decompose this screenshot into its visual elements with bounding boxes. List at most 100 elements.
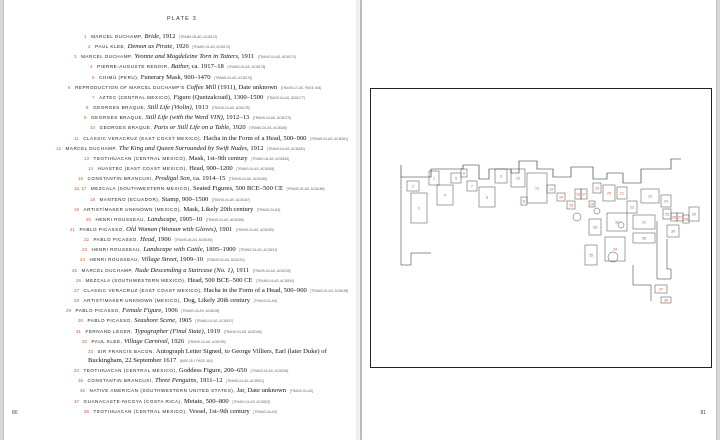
list-item: 12 Marcel Duchamp, The King and Queen Su… [54, 144, 354, 154]
entry-credit: [TRANS-04-AS, ACI8190] [174, 238, 213, 243]
entry-number: 27 [74, 287, 79, 293]
list-item: 34 Teotihuacan (Central Mexico), Goddess… [54, 366, 354, 376]
artwork-label-12: 12 [535, 186, 539, 190]
list-item: 11 Classic Veracruz (East Coast Mexico),… [54, 134, 354, 144]
entry-artist: Pablo Picasso, [79, 226, 125, 232]
entry-date: 1895–1900 [206, 246, 236, 254]
entry-date: 500–900 [283, 134, 307, 142]
entry-date: ca. 1914–15 [193, 175, 226, 183]
entry-artist: Marcel Duchamp, [81, 267, 134, 273]
artwork-label-3: 3 [418, 206, 420, 210]
entry-number: 2 [88, 44, 91, 50]
entry-number: 3 [74, 54, 77, 60]
entry-number: 28 [74, 298, 79, 304]
entry-number: 38 [84, 408, 89, 414]
entry-credit: [TRANS-05-AD, ACI8172] [179, 35, 218, 39]
entry-number: 12 [56, 145, 61, 151]
entry-number: 33 [88, 348, 93, 354]
entry-artist: Reproduction of Marcel Duchamp's [75, 84, 185, 90]
entry-number: 1 [84, 34, 87, 39]
list-item: 15 Constantin Brancusi, Prodigal Son, ca… [54, 174, 354, 184]
entry-title: Mask, [188, 154, 206, 162]
entry-credit: [TRANS-04-AS, ACI8202] [232, 399, 271, 404]
entry-date: 500–800 [205, 397, 229, 405]
list-item: 27 Classic Veracruz (East Coast Mexico),… [54, 286, 354, 296]
artwork-label-4: 4 [444, 193, 446, 197]
entry-artist: Marcel Duchamp, [81, 54, 133, 60]
list-item: 7 Aztec (Central Mexico), Figure (Quetza… [54, 93, 354, 103]
entry-number: 13 [84, 155, 89, 161]
artwork-label-35: 35 [589, 253, 593, 257]
entry-title: The King and Queen Surrounded by Swift N… [118, 144, 249, 152]
artwork-label-18: 18 [590, 202, 594, 206]
entry-credit: [TRANS-04-AS, ACI8173] [192, 45, 231, 50]
entry-title: Landscape with Cattle, [143, 246, 205, 254]
list-item: 31 Fernand Léger, Typographer (Final Sta… [54, 327, 354, 337]
entry-artist: Pierre-Auguste Renoir, [97, 64, 170, 70]
entry-title: Head, [187, 276, 204, 284]
entry-credit: [TRANS-04-AS, ACI8185] [228, 177, 267, 182]
entry-title: Female Figure, [122, 307, 163, 315]
artwork-frame-15 [566, 200, 576, 210]
entry-title: Seashore Scene, [134, 317, 177, 325]
artwork-label-37: 37 [659, 287, 663, 291]
entry-date: 900–1200 [206, 165, 233, 173]
artwork-frame-9 [494, 168, 508, 184]
entry-title: Bride, [144, 33, 161, 40]
artwork-label-10: 10 [516, 176, 520, 180]
entry-credit: [TRANS-04-AS, ACI8179] [252, 116, 291, 121]
entry-title: Hacha in the Form of a Head, [203, 286, 283, 294]
entry-date: 1911–12 [199, 377, 223, 385]
page-number-right: 81 [700, 410, 706, 416]
entry-credit: [TRANS-04-AS, ACI8177] [266, 95, 305, 100]
entry-artist: Constantin Brancusi, [87, 378, 154, 384]
list-item: 23 Henri Rousseau, Landscape with Cattle… [54, 245, 354, 255]
entry-artist: Georges Braque, [93, 105, 146, 111]
entry-date: ca. 1917–18 [191, 63, 224, 71]
artwork-label-7: 7 [471, 184, 473, 188]
list-item: 14 Huastec (East Coast Mexico), Head, 90… [54, 164, 354, 174]
entry-credit: [TRANS-04-AS, ACI8198] [223, 329, 262, 334]
entry-title: Jar, [236, 387, 246, 395]
entry-number: 6 [68, 84, 71, 90]
entry-credit: [TRANS-04-AS, ACI8195] [310, 288, 349, 293]
pedestal-4 [617, 221, 625, 229]
artwork-label-36: 36 [642, 236, 646, 240]
entry-date: 1912 [162, 33, 176, 40]
entry-number: 15 [78, 176, 83, 182]
entry-title: Landscape, [147, 215, 178, 223]
entry-credit: [TRANS-04-AS, ACI8194] [256, 278, 294, 283]
entry-title: Metate, [184, 397, 204, 405]
entry-date: 1906 [164, 307, 178, 315]
pedestal-1 [572, 212, 582, 222]
artwork-label-17: 17 [582, 192, 586, 196]
entry-credit: [TRANS-04-AS, ACI8197] [195, 319, 234, 324]
entry-credit: [MSS 25.1 PAGE 404] [179, 359, 213, 363]
artwork-frame-1 [428, 170, 440, 186]
entry-artist: Native American (Southwestern United Sta… [89, 388, 236, 394]
entry-number: 7 [92, 94, 95, 100]
entry-number: 23 [82, 247, 87, 253]
entry-credit: [TRANS-04-AS, ACI8196] [181, 309, 220, 314]
entry-credit: [TRANS-04-AS, ACI8182] [267, 146, 305, 151]
entry-number: 35 [78, 378, 83, 384]
artwork-label-19: 19 [595, 186, 599, 190]
entry-artist: Manteño (Ecuador), [99, 196, 161, 202]
entry-credit: [TRANS-04-AS, ACI8186] [286, 187, 325, 192]
entry-number: 8 [86, 105, 89, 111]
list-item: 19 Artist/maker unknown (Mexico), Mask, … [54, 205, 354, 215]
list-item: 32 Paul Klee, Village Carnival, 1926 [TR… [54, 337, 354, 347]
list-item: 10 Georges Braque, Paris or Still Life o… [54, 123, 354, 133]
entry-credit: [TRANS-04-AS, ACI8181] [310, 136, 348, 141]
list-item: 18 Manteño (Ecuador), Stamp, 900–1500 [T… [54, 195, 354, 205]
entry-date: 1905 [178, 317, 192, 325]
entry-number: 11 [74, 135, 79, 141]
entry-artist: Huastec (East Coast Mexico), [97, 166, 188, 172]
artwork-frame-34 [604, 236, 626, 262]
entry-credit: [TRANS-04-AS, ACI8178] [211, 106, 250, 111]
artwork-label-11: 11 [522, 199, 526, 203]
entry-title: Autograph Letter Signed, to George Villi… [88, 347, 327, 364]
entry-title: Paris or Still Life on a Table, [153, 124, 231, 132]
entry-title: Old Woman (Woman with Gloves), [126, 225, 218, 233]
artwork-frame-24 [660, 194, 672, 208]
